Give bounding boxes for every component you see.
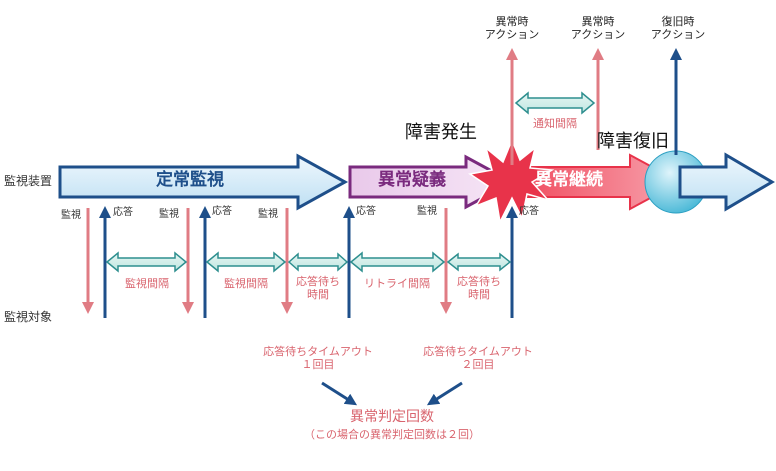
recovery-action-label: 復旧時 アクション — [650, 15, 706, 41]
interval-arrow-monitor-2 — [205, 251, 287, 273]
timeout-label-second: 応答待ちタイムアウト ２回目 — [423, 345, 533, 371]
phase-label-normal: 定常監視 — [156, 170, 224, 190]
response-label-3: 応答 — [356, 206, 376, 217]
interval-arrow-notify — [514, 91, 596, 115]
notify-interval-label: 通知間隔 — [533, 117, 577, 130]
interval-label-monitor-1: 監視間隔 — [125, 277, 169, 290]
phase-label-suspect: 異常疑義 — [378, 170, 446, 190]
interval-arrow-wait-1 — [287, 252, 349, 272]
result-note: （この場合の異常判定回数は２回） — [304, 428, 480, 441]
timeout-arrow-2 — [426, 381, 463, 406]
abnormal-action-label-2: 異常時 アクション — [570, 15, 626, 41]
event-failure-recover: 障害復旧 — [597, 131, 669, 152]
response-label-4: 応答 — [519, 206, 539, 217]
response-label-1: 応答 — [113, 207, 133, 218]
interval-arrow-retry — [349, 251, 446, 273]
monitor-label-4: 監視 — [417, 206, 437, 217]
row-label-target: 監視対象 — [4, 310, 53, 324]
phase-label-continue: 異常継続 — [535, 170, 603, 190]
result-title: 異常判定回数 — [350, 409, 434, 425]
interval-label-monitor-2: 監視間隔 — [224, 277, 268, 290]
monitor-label-3: 監視 — [258, 209, 278, 220]
failure-burst-icon — [468, 138, 555, 225]
phase-arrow-normal — [58, 153, 349, 211]
phase-arrow-recovered — [678, 152, 775, 212]
interval-label-wait-2: 応答待ち 時間 — [457, 275, 501, 301]
response-label-2: 応答 — [212, 206, 232, 217]
monitor-label-1: 監視 — [61, 210, 81, 221]
monitor-label-2: 監視 — [159, 209, 179, 220]
timeout-label-first: 応答待ちタイムアウト １回目 — [263, 345, 373, 371]
abnormal-action-label-1: 異常時 アクション — [484, 15, 540, 41]
event-failure-occur: 障害発生 — [405, 122, 477, 143]
interval-label-retry: リトライ間隔 — [364, 277, 430, 290]
interval-arrow-monitor-1 — [105, 251, 188, 273]
interval-label-wait-1: 応答待ち 時間 — [296, 275, 340, 301]
row-label-device: 監視装置 — [4, 174, 53, 188]
interval-arrow-wait-2 — [446, 252, 512, 272]
timeout-arrow-1 — [321, 381, 358, 406]
